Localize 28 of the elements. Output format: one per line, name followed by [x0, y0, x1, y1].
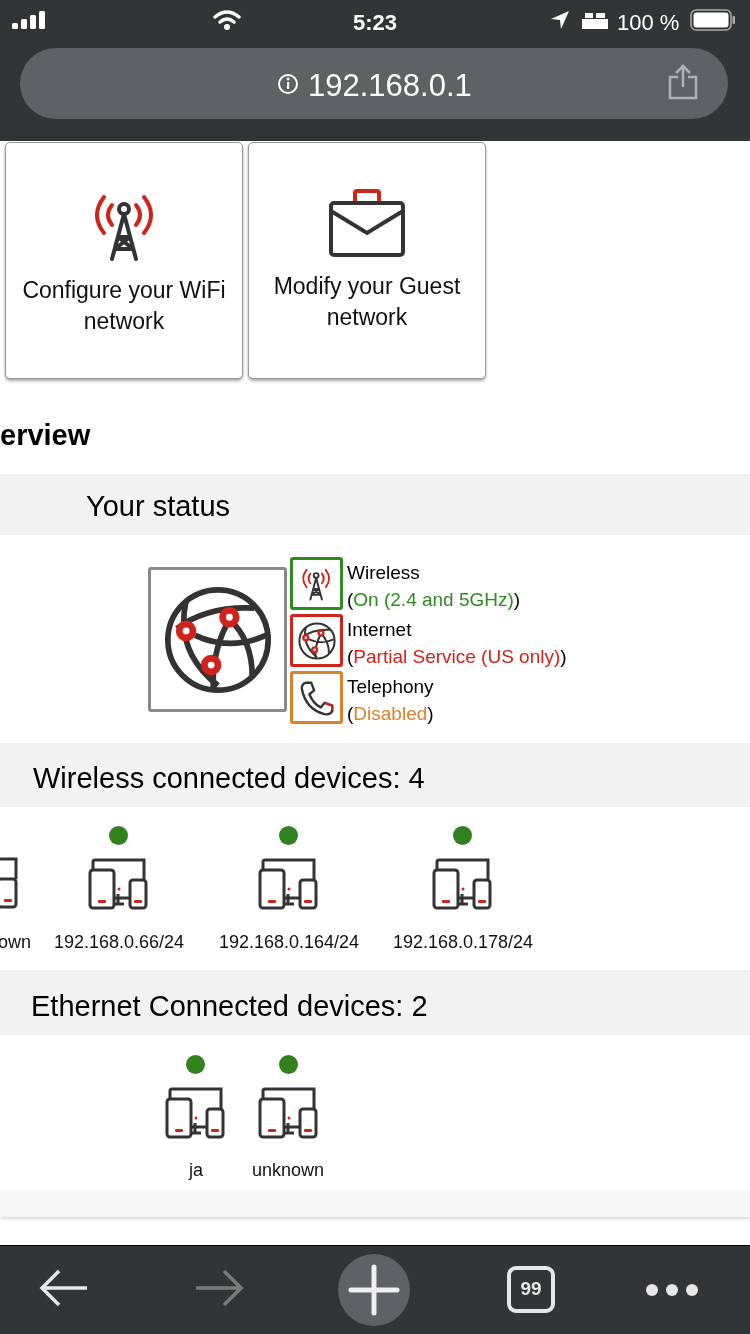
- device-label: 192.168.0.164/24: [218, 931, 360, 954]
- section-band: [0, 1190, 750, 1217]
- device-label: unknown: [251, 1159, 325, 1182]
- section-heading: Ethernet Connected devices: 2: [31, 989, 428, 1024]
- section-heading: erview: [0, 418, 91, 453]
- tabs-counter: 99: [507, 1266, 555, 1313]
- device-label: 192.168.0.178/24: [392, 931, 534, 954]
- status-value: (On (2.4 and 5GHz)): [347, 588, 521, 611]
- status-name: Wireless: [347, 561, 420, 584]
- section-heading: Wireless connected devices: 4: [33, 761, 425, 796]
- device-label: ja: [189, 1159, 203, 1182]
- globe-panel: [148, 567, 287, 712]
- card-label: Configure your WiFi network: [21, 276, 227, 336]
- status-icon-box: [290, 614, 343, 667]
- status-icon-box: [290, 557, 343, 610]
- status-value: (Partial Service (US only)): [347, 645, 567, 668]
- clock-time: 5:23: [353, 9, 397, 37]
- status-icon-box: [290, 671, 343, 724]
- status-name: Internet: [347, 618, 412, 641]
- card-label: Modify your Guest network: [272, 272, 462, 332]
- menu-card: [248, 142, 486, 379]
- status-value: (Disabled): [347, 702, 434, 725]
- menu-card: [5, 142, 243, 379]
- section-heading: Your status: [86, 489, 231, 524]
- battery-percentage: 100 %: [617, 9, 680, 37]
- status-name: Telephony: [347, 675, 434, 698]
- device-label: 192.168.0.66/24: [53, 931, 185, 954]
- url-text: 192.168.0.1: [308, 67, 472, 105]
